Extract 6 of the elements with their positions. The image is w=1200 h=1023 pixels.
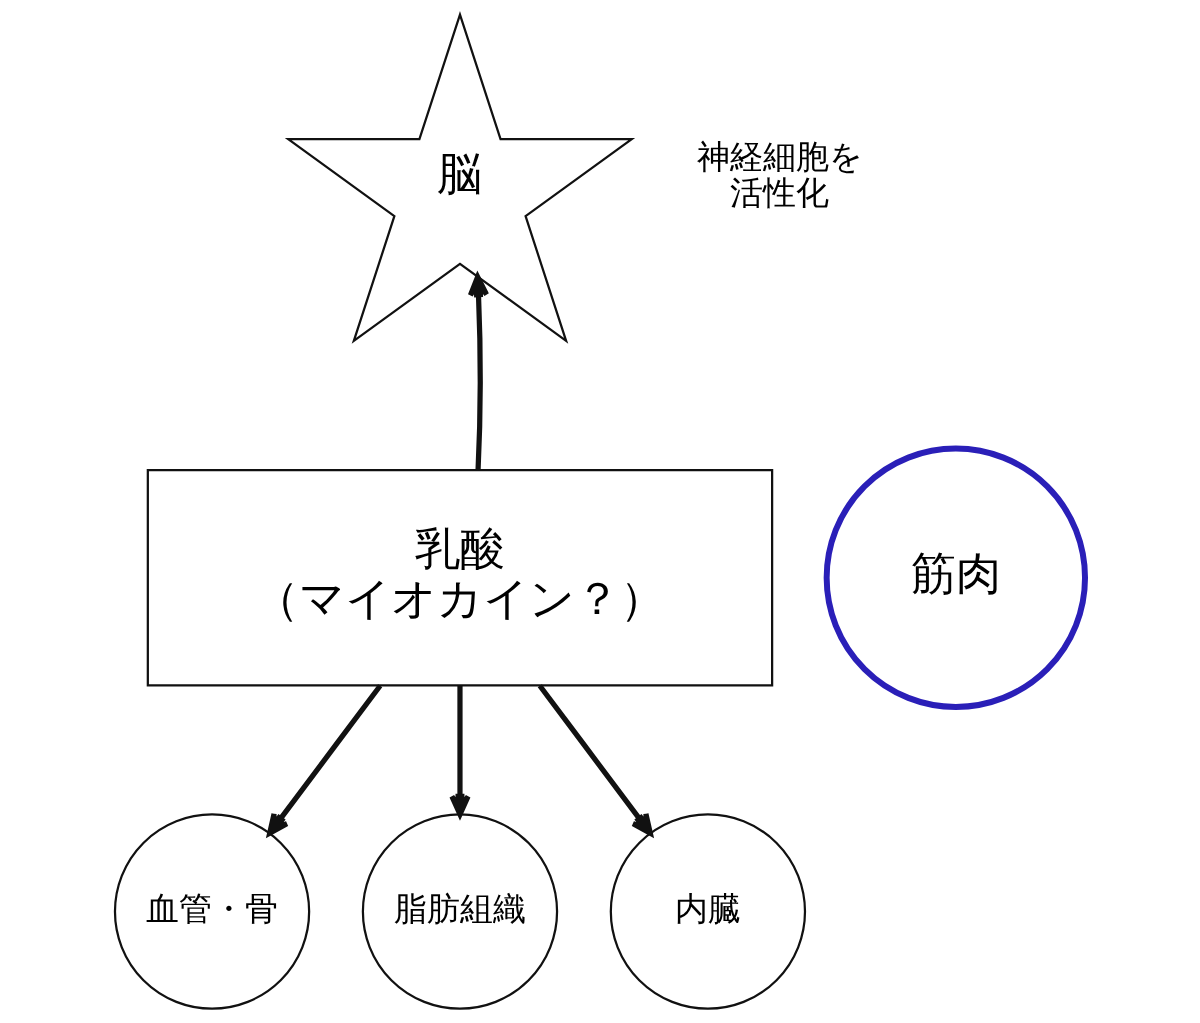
node-label: 神経細胞を活性化 [696,138,863,212]
arrow [267,684,383,836]
node-box: 乳酸 （マイオカイン？） [146,469,774,687]
node-circle: 脂肪組織 [361,813,559,1010]
node-circle: 筋肉 [823,445,1088,710]
arrow [537,684,653,836]
